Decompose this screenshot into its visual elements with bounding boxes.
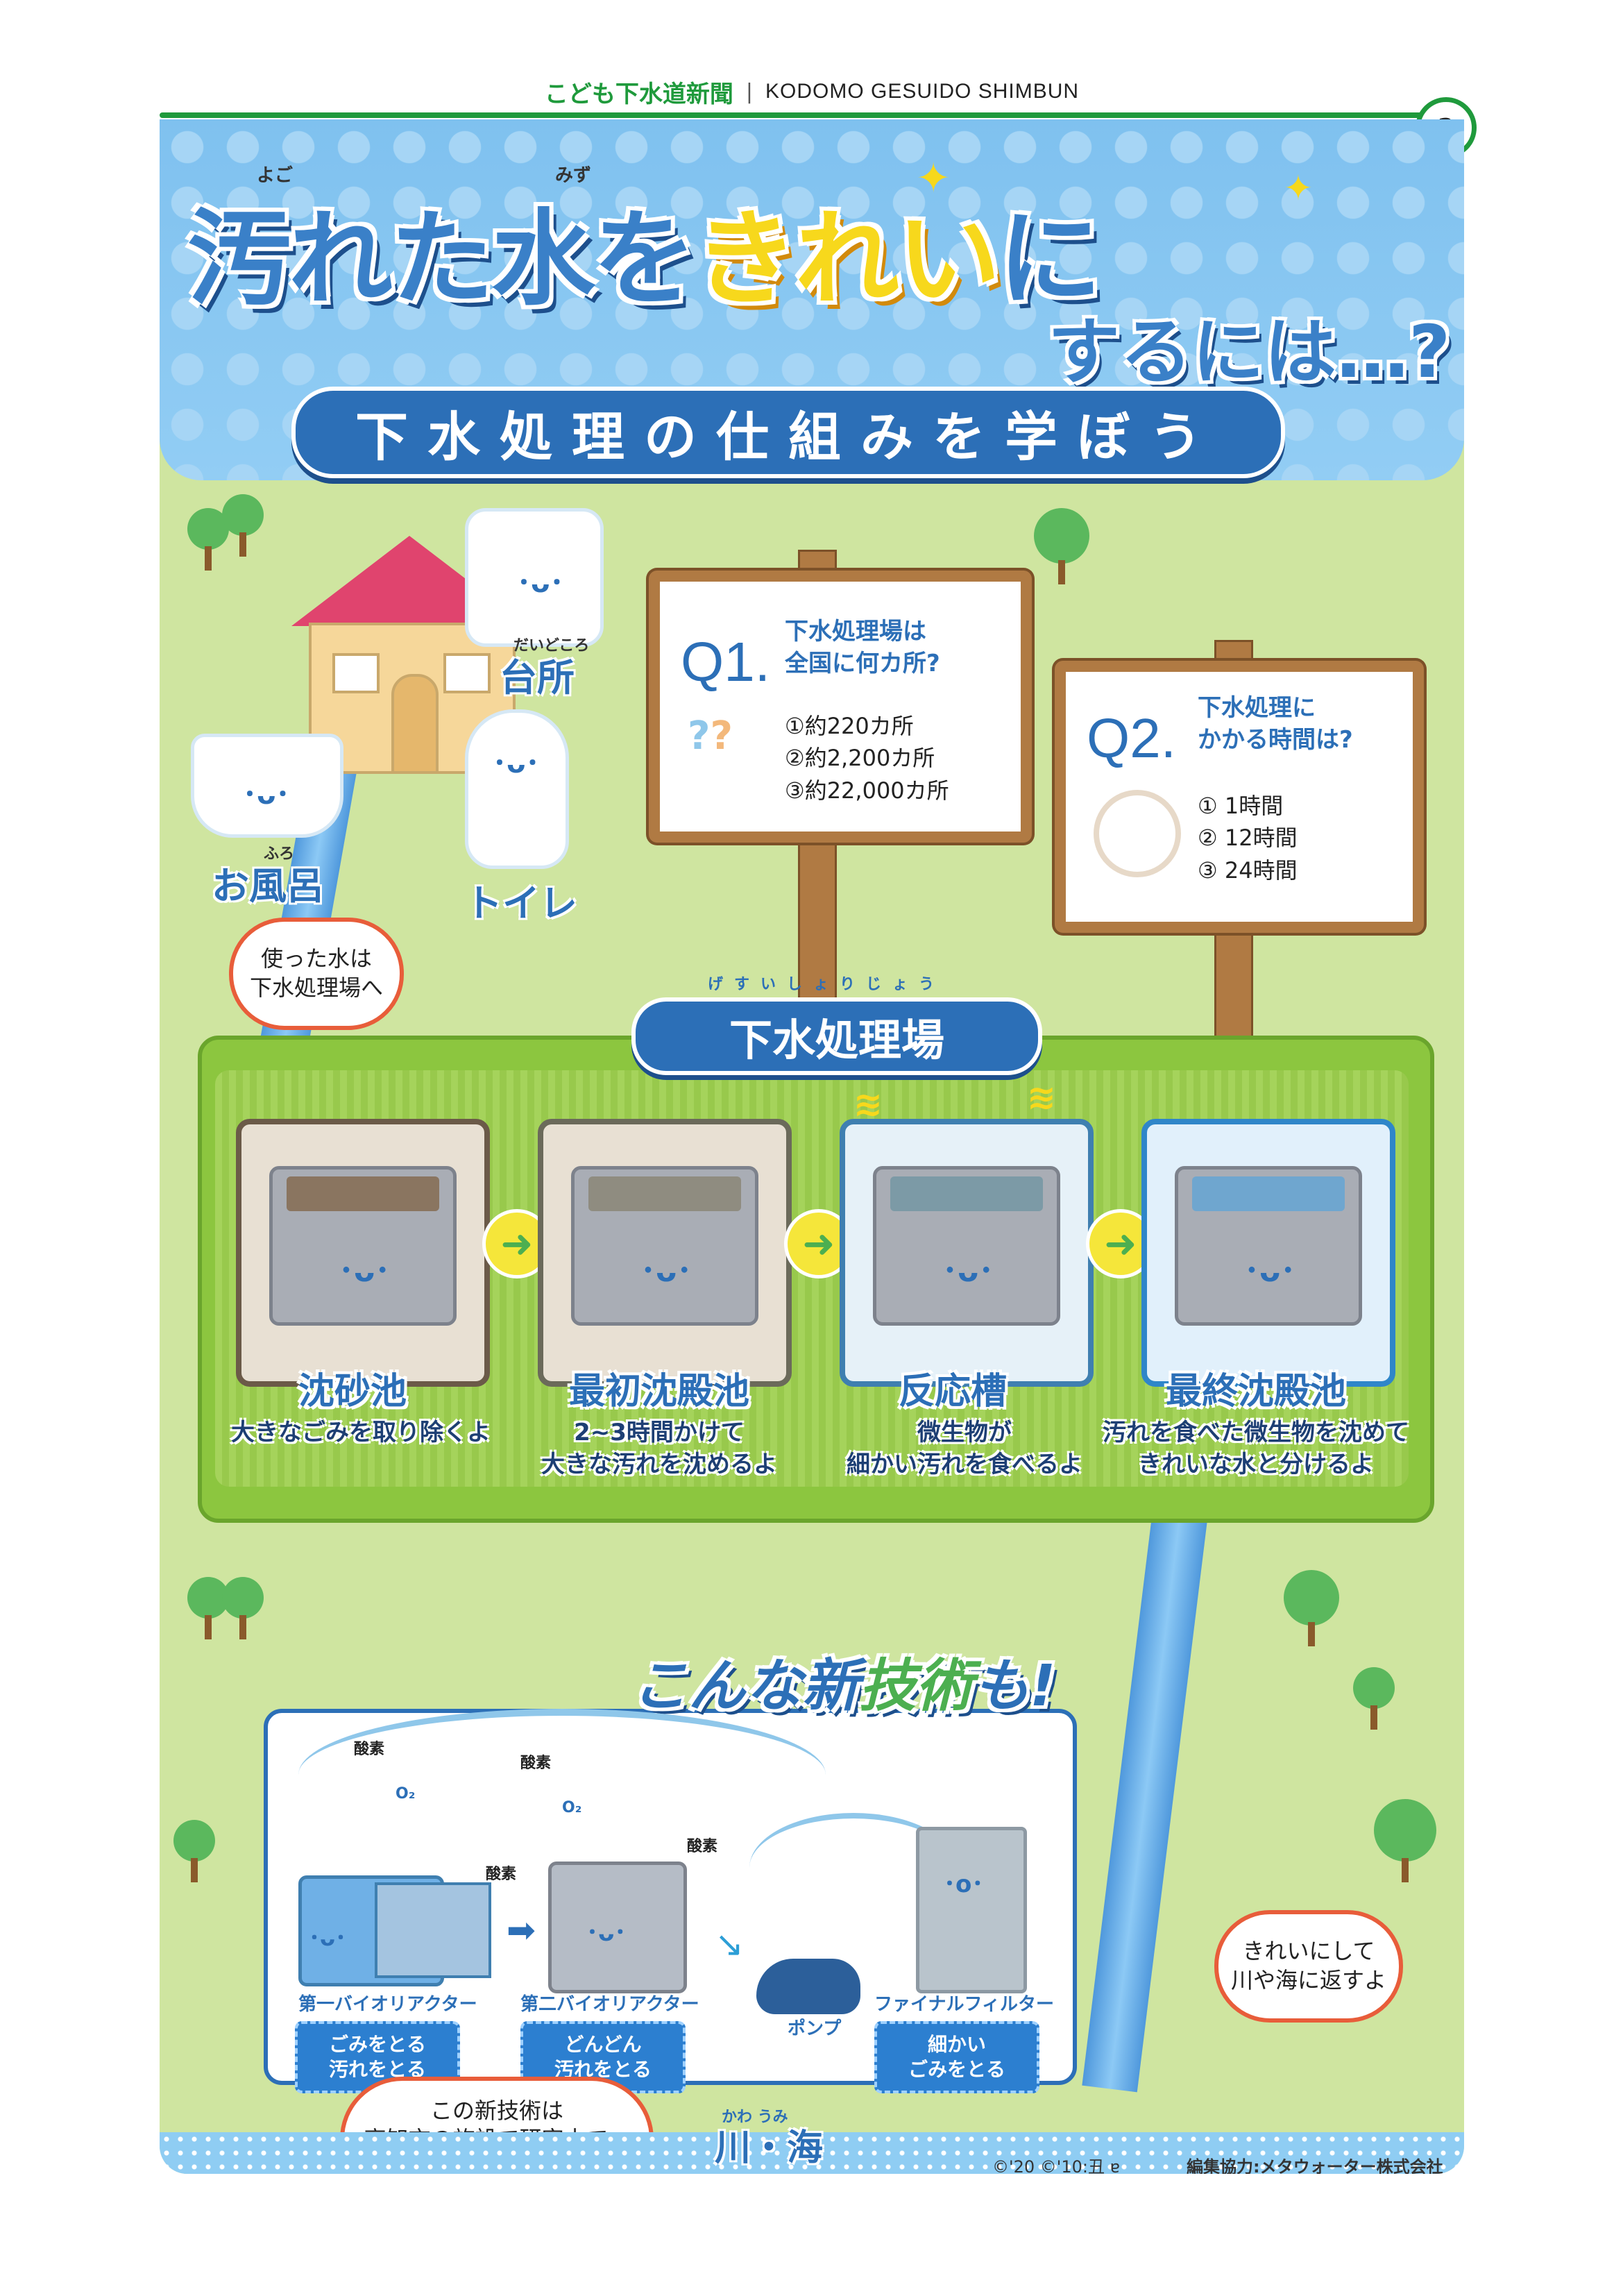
- bioreactor-2-illustration: ･ᴗ･: [548, 1862, 687, 1993]
- step-4-box: 細かい ごみをとる: [874, 2021, 1039, 2093]
- sparkle-icon: ≋: [1027, 1077, 1056, 1117]
- q1-option-3: ③約22,000カ所: [785, 777, 949, 804]
- q2-option-1: ① 1時間: [1198, 793, 1284, 819]
- speech-bubble-return: きれいにして 川や海に返すよ: [1214, 1910, 1403, 2023]
- plant-title-ruby: げすいしょりじょう: [708, 976, 946, 993]
- stage-grit-chamber: ･ᴗ･: [236, 1119, 490, 1387]
- q2-question: 下水処理に かかる時間は?: [1198, 694, 1353, 754]
- kitchen-sink-illustration: ･ᴗ･: [465, 508, 604, 647]
- tree-icon: [1034, 508, 1089, 584]
- stage-final-sedimentation: ･ᴗ･: [1141, 1119, 1395, 1387]
- river-sea-label: 川・海: [715, 2127, 824, 2169]
- headline-line2: するには…?: [1048, 310, 1451, 394]
- window-icon: [332, 653, 380, 693]
- oxygen-label: 酸素: [486, 1866, 517, 1883]
- bioreactor-1-tank: [375, 1882, 491, 1978]
- quiz-sign-q1: Q1. 下水処理場は 全国に何カ所? ?? ①約220カ所 ②約2,200カ所 …: [649, 571, 1032, 843]
- bathtub-illustration: ･ᴗ･: [191, 734, 343, 838]
- sparkle-icon: ✦: [916, 154, 951, 203]
- stage-primary-sedimentation: ･ᴗ･: [538, 1119, 792, 1387]
- arrow-right-icon: ➡: [507, 1910, 536, 1950]
- tech-title-tech: 技術: [859, 1653, 973, 1719]
- headline-part1: 汚れた水を: [187, 199, 697, 320]
- masthead-separator: |: [745, 79, 754, 104]
- stage-3-name: 反応槽: [899, 1371, 1008, 1412]
- q1-question: 下水処理場は 全国に何カ所?: [785, 618, 940, 677]
- oxygen-flow-arrow: [298, 1709, 826, 1841]
- door-icon: [391, 674, 439, 774]
- tree-icon: [222, 494, 264, 557]
- bath-label: お風呂: [212, 864, 324, 908]
- final-filter-illustration: ･o･: [916, 1827, 1027, 1993]
- stage-1-desc: 大きなごみを取り除くよ: [231, 1419, 491, 1446]
- tree-icon: [173, 1820, 215, 1882]
- tank-water: [287, 1176, 439, 1211]
- tree-icon: [1353, 1667, 1395, 1730]
- toilet-illustration: ･ᴗ･: [465, 709, 569, 869]
- editorial-credit: 編集協力:メタウォーター株式会社: [1187, 2157, 1443, 2174]
- step-3-label: ポンプ: [788, 2018, 842, 2039]
- plant-title: 下水処理場: [631, 997, 1042, 1075]
- kitchen-label: 台所: [500, 656, 575, 700]
- bath-ruby: ふろ: [264, 845, 295, 863]
- q2-options: ① 1時間 ② 12時間 ③ 24時間: [1198, 790, 1298, 886]
- quiz-sign-q2: Q2. 下水処理に かかる時間は? ① 1時間 ② 12時間 ③ 24時間: [1055, 661, 1424, 933]
- river-sea-band: [160, 2132, 1464, 2174]
- stage-reaction-tank: ･ᴗ･: [840, 1119, 1094, 1387]
- step-4-label: ファイナルフィルター: [874, 1994, 1054, 2015]
- ruby-yogo: よご: [257, 165, 294, 186]
- step-1-label: 第一バイオリアクター: [298, 1994, 477, 2015]
- tree-icon: [1284, 1570, 1339, 1646]
- new-technology-title: こんな新技術も!: [631, 1639, 1055, 1722]
- kitchen-ruby: だいどころ: [513, 637, 590, 655]
- q2-option-3: ③ 24時間: [1198, 856, 1298, 884]
- tank-water: [890, 1176, 1043, 1211]
- toilet-label: トイレ: [465, 881, 577, 925]
- q2-option-2: ② 12時間: [1198, 825, 1298, 852]
- ruby-mizu: みず: [555, 165, 592, 186]
- arrow-down-right-icon: ↘: [715, 1924, 744, 1964]
- copyright: ©'20 ©'10:丑 ɐ: [992, 2157, 1121, 2174]
- subtitle-banner: 下水処理の仕組みを学ぼう: [291, 387, 1285, 478]
- tank-water: [1192, 1176, 1345, 1211]
- stage-4-desc: 汚れを食べた微生物を沈めて きれいな水と分けるよ: [1103, 1419, 1409, 1478]
- headline-part3: に: [998, 199, 1102, 320]
- sparkle-icon: ≋: [853, 1084, 883, 1124]
- stage-1-name: 沈砂池: [298, 1371, 407, 1412]
- tree-icon: [1374, 1799, 1436, 1882]
- step-2-label: 第二バイオリアクター: [520, 1994, 699, 2015]
- question-marks-icon: ??: [688, 714, 733, 759]
- tech-title-post: も!: [973, 1653, 1056, 1719]
- stage-4-name: 最終沈殿池: [1166, 1371, 1347, 1412]
- stage-2-name: 最初沈殿池: [569, 1371, 750, 1412]
- masthead-title-en: KODOMO GESUIDO SHIMBUN: [765, 80, 1080, 103]
- whale-pump-icon: [756, 1959, 860, 2014]
- tree-icon: [222, 1577, 264, 1639]
- window-icon: [443, 653, 491, 693]
- pump-flow-arrow: [749, 1813, 958, 1923]
- tech-title-new: 新: [802, 1653, 859, 1719]
- masthead: こども下水道新聞 | KODOMO GESUIDO SHIMBUN: [160, 75, 1464, 108]
- tank-water: [588, 1176, 741, 1211]
- headline-kirei: きれい: [694, 199, 1001, 320]
- river-ruby: かわ うみ: [722, 2109, 788, 2126]
- q1-number: Q1.: [681, 631, 770, 693]
- q1-options: ①約220カ所 ②約2,200カ所 ③約22,000カ所: [785, 710, 949, 807]
- speech-bubble-used-water: 使った水は 下水処理場へ: [229, 918, 404, 1030]
- sparkle-icon: ✦: [1284, 168, 1313, 208]
- oxygen-label: 酸素: [687, 1838, 718, 1855]
- header-rule: [160, 112, 1429, 118]
- page-panel: よご みず 汚れた水をきれいに するには…? ✦ ✦ 下水処理の仕組みを学ぼう …: [160, 119, 1464, 2174]
- q1-option-2: ②約2,200カ所: [785, 745, 935, 772]
- masthead-title-ja: こども下水道新聞: [544, 80, 733, 108]
- tech-title-pre: こんな: [631, 1653, 802, 1719]
- stopwatch-icon: [1094, 790, 1181, 877]
- stage-2-desc: 2~3時間かけて 大きな汚れを沈めるよ: [541, 1419, 777, 1478]
- q1-option-1: ①約220カ所: [785, 713, 914, 739]
- headline-line1: 汚れた水をきれいに: [187, 175, 1102, 326]
- q2-number: Q2.: [1087, 707, 1176, 769]
- stage-3-desc: 微生物が 細かい汚れを食べるよ: [847, 1419, 1082, 1478]
